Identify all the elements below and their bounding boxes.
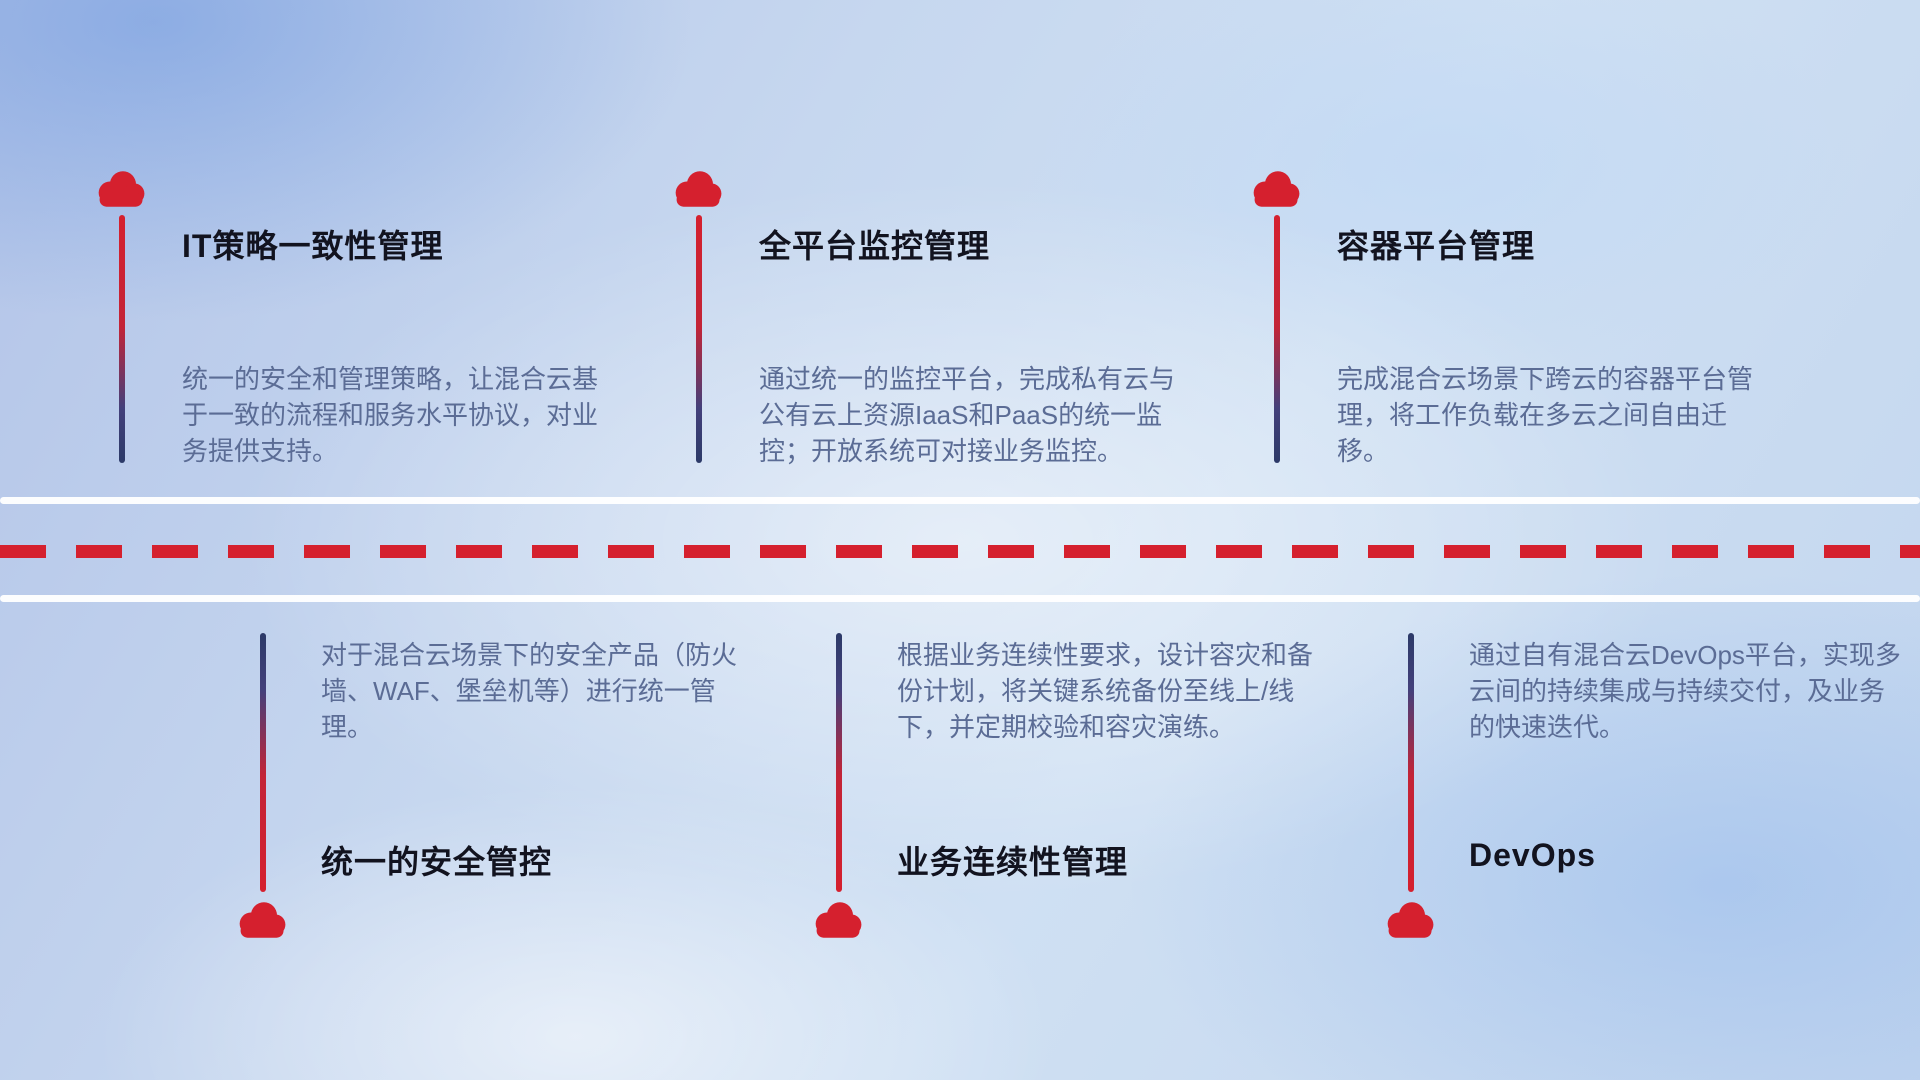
connector-line bbox=[836, 633, 842, 892]
cloud-icon bbox=[239, 902, 286, 938]
item-title: 统一的安全管控 bbox=[321, 844, 553, 880]
item-description: 通过统一的监控平台，完成私有云与公有云上资源IaaS和PaaS的统一监控；开放系… bbox=[759, 364, 1176, 466]
item-description: 完成混合云场景下跨云的容器平台管理，将工作负载在多云之间自由迁移。 bbox=[1337, 364, 1754, 466]
item-title: DevOps bbox=[1469, 837, 1596, 873]
connector-line bbox=[696, 215, 702, 463]
road-line-top bbox=[0, 497, 1920, 504]
item-description: 根据业务连续性要求，设计容灾和备份计划，将关键系统备份至线上/线下，并定期校验和… bbox=[897, 640, 1314, 742]
connector-line bbox=[1274, 215, 1280, 463]
connector-line bbox=[260, 633, 266, 892]
road-dashed-center-line bbox=[0, 545, 1920, 558]
connector-line bbox=[119, 215, 125, 463]
cloud-icon bbox=[675, 171, 722, 207]
cloud-icon bbox=[1253, 171, 1300, 207]
item-title: 容器平台管理 bbox=[1337, 228, 1536, 264]
item-description: 对于混合云场景下的安全产品（防火墙、WAF、堡垒机等）进行统一管理。 bbox=[321, 640, 738, 742]
item-title: 全平台监控管理 bbox=[759, 228, 991, 264]
connector-line bbox=[1408, 633, 1414, 892]
cloud-icon bbox=[98, 171, 145, 207]
item-title: IT策略一致性管理 bbox=[182, 228, 444, 264]
item-description: 统一的安全和管理策略，让混合云基于一致的流程和服务水平协议，对业务提供支持。 bbox=[182, 364, 599, 466]
item-description: 通过自有混合云DevOps平台，实现多云间的持续集成与持续交付，及业务的快速迭代… bbox=[1469, 640, 1901, 742]
cloud-icon bbox=[815, 902, 862, 938]
item-title: 业务连续性管理 bbox=[897, 844, 1129, 880]
cloud-icon bbox=[1387, 902, 1434, 938]
road-line-bottom bbox=[0, 595, 1920, 602]
